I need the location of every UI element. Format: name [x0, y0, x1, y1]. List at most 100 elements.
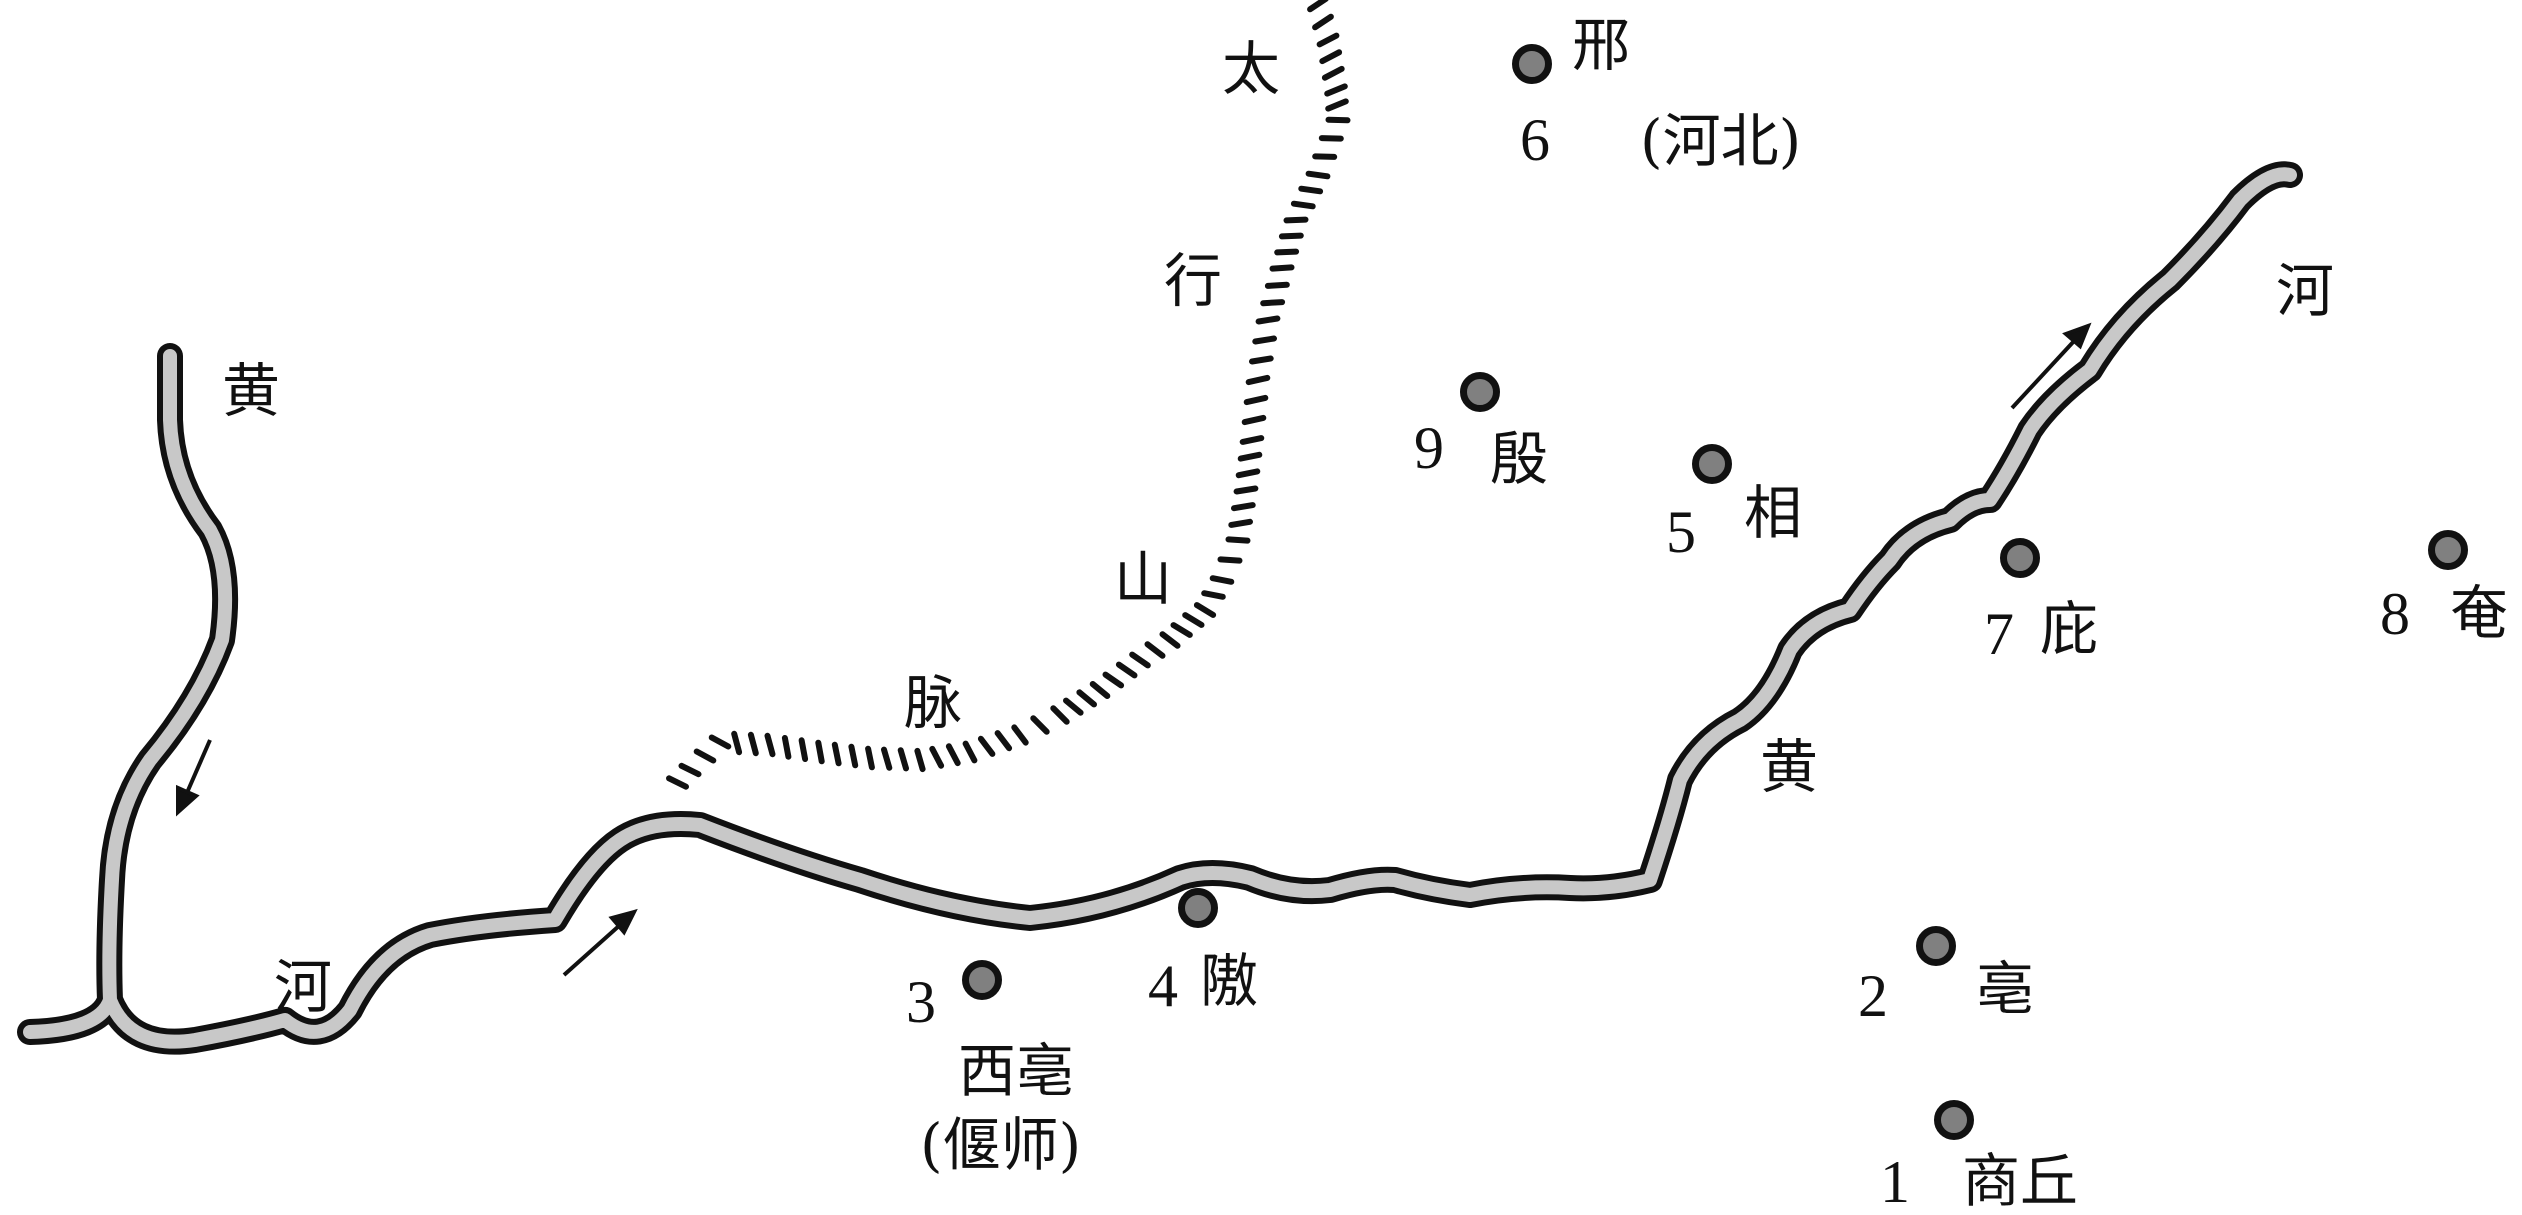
mountain-hatch-mark: [945, 743, 961, 767]
mountain-label-tai: 太: [1222, 35, 1281, 103]
mountain-hatch-mark: [1255, 315, 1281, 325]
mountain-hatch-mark: [831, 741, 842, 767]
mountain-hatch-mark: [1312, 13, 1334, 31]
mountain-hatch-mark: [897, 747, 909, 772]
mountain-hatch-mark: [1228, 518, 1253, 528]
river-label-he-east: 河: [2276, 257, 2335, 325]
mountain-hatch-mark: [731, 730, 743, 756]
mountain-hatch-mark: [666, 775, 689, 790]
site-note-6: (河北): [1640, 107, 1802, 175]
mountain-hatch-mark: [708, 734, 732, 750]
mountain-hatch-mark: [1318, 135, 1344, 142]
mountain-hatch-mark: [1319, 49, 1343, 65]
site-name-4: 隞: [1200, 947, 1259, 1015]
site-number-5: 5: [1666, 499, 1696, 565]
site-name-9: 殷: [1490, 425, 1549, 493]
mountain-hatch-mark: [1129, 651, 1151, 669]
mountain-hatch-mark: [1307, 0, 1329, 13]
site-marker-6: [1512, 44, 1552, 84]
mountain-hatch-mark: [1231, 502, 1256, 512]
river-label-huang-west: 黄: [222, 357, 281, 425]
mountain-hatch-mark: [1063, 697, 1084, 716]
mountain-hatch-mark: [1290, 200, 1316, 210]
mountain-hatch-mark: [1050, 705, 1070, 725]
site-marker-1: [1934, 1100, 1974, 1140]
mountain-hatch-mark: [1298, 185, 1324, 195]
mountain-hatch-mark: [1233, 485, 1259, 495]
mountain-hatch-mark: [1241, 414, 1267, 426]
mountain-hatch-mark: [1283, 216, 1309, 224]
mountain-hatch-mark: [1269, 264, 1295, 272]
mountain-hatch-mark: [848, 743, 859, 769]
mountain-hatch-mark: [1245, 374, 1271, 386]
mountain-hatch-mark: [1102, 671, 1125, 689]
mountain-hatch-mark: [977, 735, 996, 757]
site-name-3: 西亳: [958, 1037, 1075, 1105]
mountain-hatch-mark: [747, 731, 759, 757]
mountain-hatch-mark: [929, 745, 945, 769]
site-marker-8: [2428, 530, 2468, 570]
mountain-hatch-mark: [881, 746, 893, 771]
mountain-hatch-mark: [1159, 631, 1181, 649]
site-number-1: 1: [1880, 1149, 1910, 1215]
mountain-hatch-mark: [798, 737, 809, 762]
site-number-4: 4: [1148, 953, 1178, 1019]
mountain-hatch-mark: [1278, 232, 1304, 240]
flow-arrow-east-2: [2010, 322, 2092, 410]
mountain-hatch-mark: [1252, 335, 1277, 345]
flow-arrow-south: [176, 739, 212, 817]
site-number-6: 6: [1520, 107, 1550, 173]
mountain-hatch-mark: [1089, 681, 1111, 699]
site-marker-4: [1178, 888, 1218, 928]
mountain-hatch-mark: [781, 735, 792, 760]
mountain-hatch-mark: [1225, 536, 1251, 544]
mountain-hatch-mark: [1321, 65, 1345, 81]
mountain-hatch-mark: [1316, 32, 1340, 48]
mountain-hatch-mark: [1201, 590, 1226, 600]
mountain-hatch-mark: [994, 730, 1013, 752]
site-name-5: 相: [1744, 479, 1803, 547]
mountain-hatch-mark: [1249, 355, 1274, 365]
site-name-7: 庇: [2040, 595, 2099, 663]
site-name-6: 邢: [1572, 11, 1631, 79]
site-number-3: 3: [906, 969, 936, 1035]
river-label-he-west: 河: [274, 953, 333, 1021]
mountain-hatch-mark: [1274, 248, 1300, 256]
site-marker-3: [962, 960, 1002, 1000]
mountain-hatch-mark: [693, 748, 717, 764]
mountain-hatch-mark: [1325, 98, 1349, 112]
mountain-hatch-mark: [914, 747, 926, 773]
site-note-3: (偃师): [920, 1111, 1082, 1179]
mountain-hatch-mark: [1243, 394, 1269, 406]
mountain-hatch-mark: [815, 739, 825, 765]
site-marker-9: [1460, 372, 1500, 412]
mountain-hatch-mark: [1193, 602, 1217, 618]
site-marker-7: [2000, 538, 2040, 578]
mountain-hatch-mark: [1264, 281, 1290, 289]
mountain-hatch-mark: [1305, 170, 1331, 180]
site-marker-5: [1692, 444, 1732, 484]
mountain-hatch-mark: [1235, 468, 1261, 479]
mountain-hatch-mark: [1170, 622, 1193, 638]
mountain-hatch-mark: [1217, 556, 1243, 564]
flow-arrows: [176, 322, 2092, 977]
mountain-hatch-mark: [1260, 299, 1286, 307]
mountain-hatch-mark: [1209, 575, 1235, 585]
mountain-hatch-mark: [764, 732, 776, 758]
site-name-2: 亳: [1976, 955, 2035, 1023]
site-number-7: 7: [1984, 601, 2014, 667]
mountain-label-xing: 行: [1164, 247, 1223, 315]
yellow-river: [17, 161, 2303, 1055]
yellow-river-core: [23, 167, 2297, 1049]
site-marker-2: [1916, 926, 1956, 966]
mountain-hatch-mark: [1239, 435, 1265, 445]
mountain-hatch-mark: [1324, 83, 1348, 97]
mountain-label-shan: 山: [1114, 545, 1173, 613]
mountain-hatch-mark: [1030, 715, 1050, 735]
site-name-8: 奄: [2450, 579, 2509, 647]
site-number-9: 9: [1414, 415, 1444, 481]
site-number-8: 8: [2380, 581, 2410, 647]
river-label-huang-east: 黄: [1760, 733, 1819, 801]
mountain-hatch-mark: [865, 745, 875, 771]
mountain-hatch-mark: [678, 762, 702, 778]
